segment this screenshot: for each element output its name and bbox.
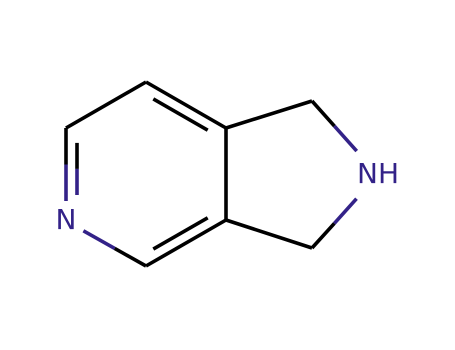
bond-n5-c4-half-a	[82, 229, 116, 250]
bond-c7a-c7-inner	[152, 97, 209, 132]
bond-c7a-c7	[145, 80, 227, 130]
bond-c7a-c1	[225, 99, 313, 130]
bond-c7-c6	[65, 80, 147, 130]
bond-c1-n2-half-b	[333, 124, 359, 153]
bond-n2-c3-half-b	[310, 222, 336, 250]
bond-n2-c3-half-a	[332, 197, 358, 225]
bond-c1-n2-half-a	[310, 99, 336, 128]
atom-label-n5: N	[56, 203, 77, 236]
bond-c4-c3a	[145, 218, 227, 268]
atom-label-nh: NH	[357, 157, 399, 190]
bond-n5-c4-half-b	[113, 246, 147, 268]
atom-labels-layer: N NH	[56, 157, 399, 236]
bond-c4-c3a-inner	[152, 216, 209, 251]
bonds-layer	[64, 80, 359, 268]
bond-c3-c3a	[225, 218, 313, 250]
